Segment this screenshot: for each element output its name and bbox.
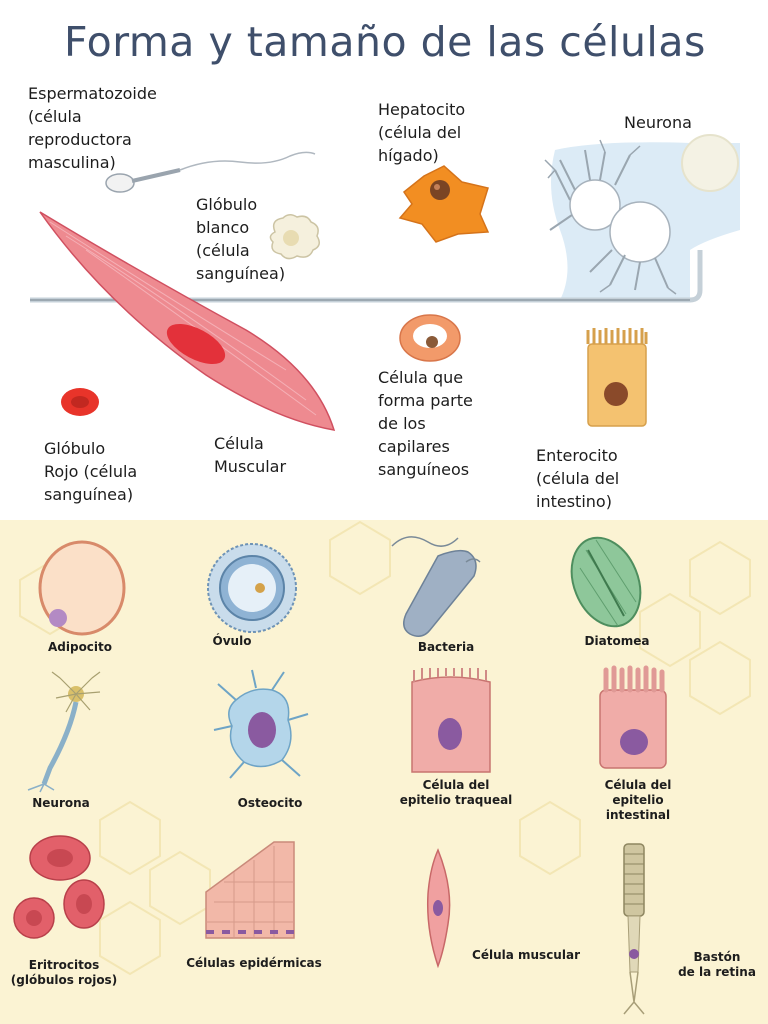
label-line: epitelio bbox=[612, 793, 664, 807]
label-line: (célula bbox=[196, 241, 250, 260]
label-epidermicas: Células epidérmicas bbox=[184, 956, 324, 971]
intestinal-epithelial-cell-illustration bbox=[599, 665, 667, 769]
label-line: Enterocito bbox=[536, 446, 618, 465]
label-line: Células epidérmicas bbox=[186, 956, 322, 970]
label-line: masculina) bbox=[28, 153, 116, 172]
label-hepatocito: Hepatocito (célula del hígado) bbox=[378, 98, 465, 167]
label-line: Adipocito bbox=[47, 640, 113, 654]
erythrocytes-illustration bbox=[13, 835, 105, 939]
label-line: Diatomea bbox=[584, 634, 650, 648]
label-line: (célula del bbox=[536, 469, 620, 488]
label-osteocito: Osteocito bbox=[230, 796, 310, 811]
bacterium-illustration bbox=[391, 536, 481, 637]
label-line: reproductora bbox=[28, 130, 132, 149]
label-line: Glóbulo bbox=[44, 439, 106, 458]
red-blood-cell-illustration bbox=[61, 388, 99, 416]
label-line: Osteocito bbox=[237, 796, 303, 810]
label-line: Hepatocito bbox=[378, 100, 466, 119]
label-line: epitelio traqueal bbox=[399, 793, 513, 807]
white-blood-cell-illustration bbox=[269, 214, 320, 260]
bottom-panel: Adipocito Óvulo Bacteria Diatomea Neuron… bbox=[0, 520, 768, 1024]
label-bacteria: Bacteria bbox=[406, 640, 486, 655]
label-muscular-bottom: Célula muscular bbox=[466, 948, 586, 963]
label-line: hígado) bbox=[378, 146, 439, 165]
label-line: intestino) bbox=[536, 492, 612, 511]
label-neurona-bottom: Neurona bbox=[26, 796, 96, 811]
capillary-cell-illustration bbox=[399, 314, 461, 362]
label-line: Espermatozoide bbox=[28, 84, 157, 103]
retinal-rod-illustration bbox=[623, 843, 645, 1015]
tracheal-epithelial-cell-illustration bbox=[411, 668, 491, 773]
label-line: sanguíneos bbox=[378, 460, 470, 479]
label-line: de los bbox=[378, 414, 426, 433]
label-espermatozoide: Espermatozoide (célula reproductora masc… bbox=[28, 82, 157, 174]
hepatocyte-illustration bbox=[398, 165, 490, 243]
label-line: Neurona bbox=[32, 796, 90, 810]
label-line: Rojo (célula bbox=[44, 462, 138, 481]
label-capilares: Célula que forma parte de los capilares … bbox=[378, 366, 473, 481]
label-line: (célula del bbox=[378, 123, 462, 142]
label-line: Eritrocitos bbox=[28, 958, 100, 972]
label-eritrocitos: Eritrocitos (glóbulos rojos) bbox=[4, 958, 124, 988]
label-line: Neurona bbox=[624, 113, 692, 132]
label-line: Célula bbox=[214, 434, 264, 453]
top-panel: Forma y tamaño de las células bbox=[28, 18, 740, 513]
label-line: Célula que bbox=[378, 368, 464, 387]
label-line: (glóbulos rojos) bbox=[10, 973, 118, 987]
label-line: sanguínea) bbox=[196, 264, 286, 283]
label-line: Óvulo bbox=[212, 634, 252, 648]
label-globulo-rojo: Glóbulo Rojo (célula sanguínea) bbox=[44, 437, 137, 506]
osteocyte-illustration bbox=[213, 669, 309, 779]
label-line: (célula bbox=[28, 107, 82, 126]
neuron-small-illustration bbox=[27, 671, 101, 793]
spermatozoon-illustration bbox=[105, 151, 316, 193]
muscle-cell-small-illustration bbox=[426, 848, 451, 969]
ovum-illustration bbox=[207, 543, 297, 633]
label-line: Bastón bbox=[693, 950, 741, 964]
label-neurona-top: Neurona bbox=[624, 111, 692, 134]
adipocyte-illustration bbox=[38, 540, 126, 636]
label-globulo-blanco: Glóbulo blanco (célula sanguínea) bbox=[196, 193, 285, 285]
label-line: Glóbulo bbox=[196, 195, 258, 214]
label-line: Célula del bbox=[422, 778, 490, 792]
label-line: de la retina bbox=[678, 965, 756, 979]
label-line: forma parte bbox=[378, 391, 473, 410]
label-diatomea: Diatomea bbox=[572, 634, 662, 649]
label-line: Célula muscular bbox=[472, 948, 580, 962]
label-line: intestinal bbox=[605, 808, 671, 822]
label-epitelio-intestinal: Célula del epitelio intestinal bbox=[596, 778, 680, 823]
label-line: sanguínea) bbox=[44, 485, 134, 504]
label-line: Muscular bbox=[214, 457, 287, 476]
neuron-illustration bbox=[30, 134, 740, 303]
label-epitelio-traqueal: Célula del epitelio traqueal bbox=[396, 778, 516, 808]
epidermal-cells-illustration bbox=[205, 841, 295, 939]
label-celula-muscular: Célula Muscular bbox=[214, 432, 286, 478]
label-line: Bacteria bbox=[417, 640, 475, 654]
label-baston: Bastón de la retina bbox=[672, 950, 762, 980]
muscle-cell-illustration bbox=[39, 211, 336, 431]
label-adipocito: Adipocito bbox=[30, 640, 130, 655]
label-enterocito: Enterocito (célula del intestino) bbox=[536, 444, 619, 513]
label-line: Célula del bbox=[604, 778, 672, 792]
label-line: capilares bbox=[378, 437, 450, 456]
label-ovulo: Óvulo bbox=[202, 634, 262, 649]
enterocyte-illustration bbox=[586, 328, 648, 427]
page-title: Forma y tamaño de las células bbox=[64, 18, 706, 66]
diatom-illustration bbox=[570, 536, 642, 628]
label-line: blanco bbox=[196, 218, 250, 237]
